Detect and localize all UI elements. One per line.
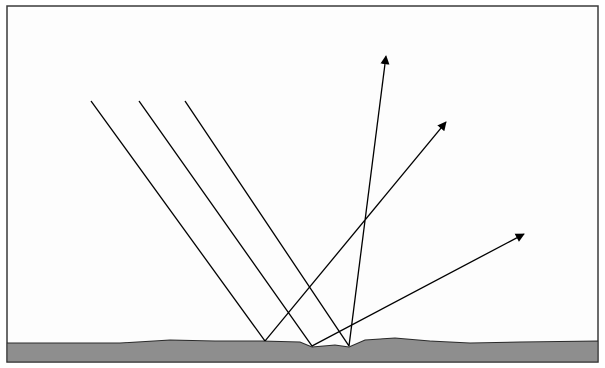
figure-frame bbox=[7, 6, 598, 362]
